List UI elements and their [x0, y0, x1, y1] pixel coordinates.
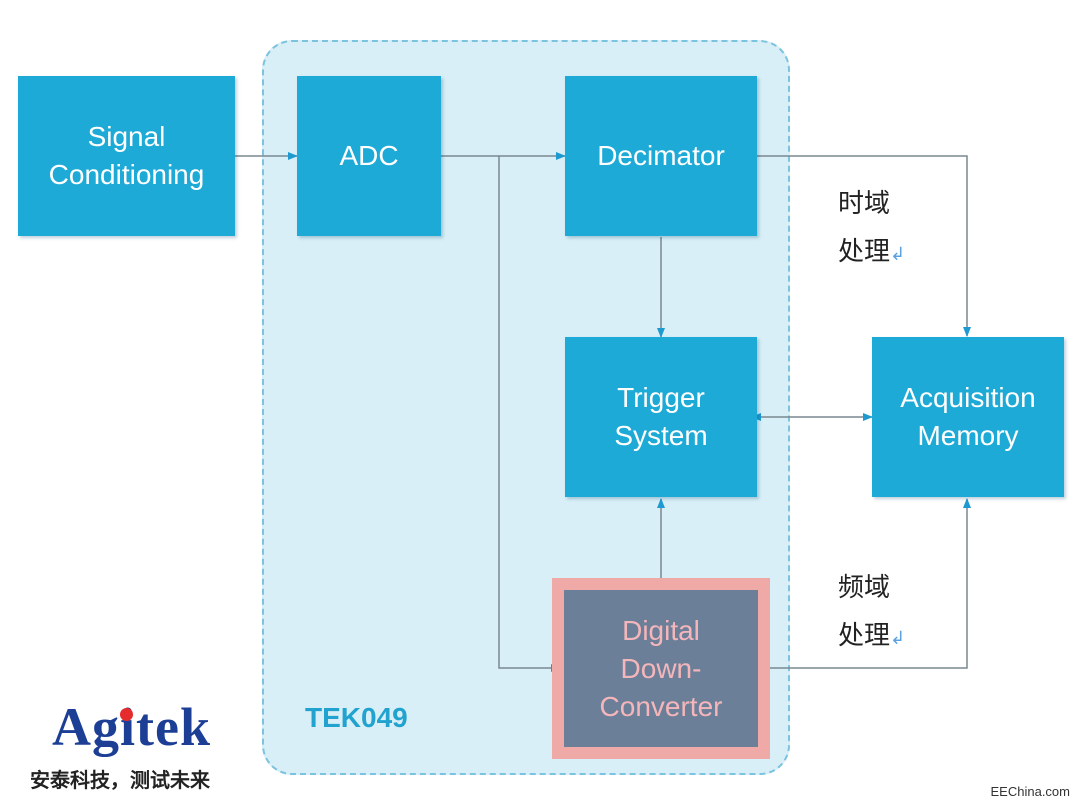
- decimator-block: Decimator: [565, 76, 757, 236]
- logo-dot-icon: [120, 708, 133, 721]
- return-icon: ↲: [890, 244, 906, 265]
- logo-tagline: 安泰科技，测试未来: [30, 768, 210, 792]
- signal-conditioning-block: Signal Conditioning: [18, 76, 235, 236]
- agitek-logo: Agitek: [52, 697, 211, 757]
- freq-domain-line2: 处理: [838, 621, 891, 651]
- wire-decimator-to-memory: [757, 155, 971, 337]
- time-domain-line2: 处理: [838, 237, 891, 267]
- freq-domain-note: 频域 处理↲: [838, 564, 905, 663]
- acquisition-memory-block: Acquisition Memory: [872, 337, 1064, 497]
- chip-label: TEK049: [305, 702, 408, 733]
- wire-adc-to-ddc: [498, 156, 561, 672]
- trigger-system-block: Trigger System: [565, 337, 757, 497]
- return-icon: ↲: [890, 628, 906, 649]
- freq-domain-line1: 频域: [838, 573, 891, 603]
- digital-down-converter-block: Digital Down- Converter: [552, 578, 770, 759]
- watermark: EEChina.com: [990, 784, 1070, 799]
- adc-block: ADC: [297, 76, 441, 236]
- time-domain-line1: 时域: [838, 189, 891, 219]
- wire-ddc-to-memory: [760, 498, 971, 669]
- time-domain-note: 时域 处理↲: [838, 180, 905, 279]
